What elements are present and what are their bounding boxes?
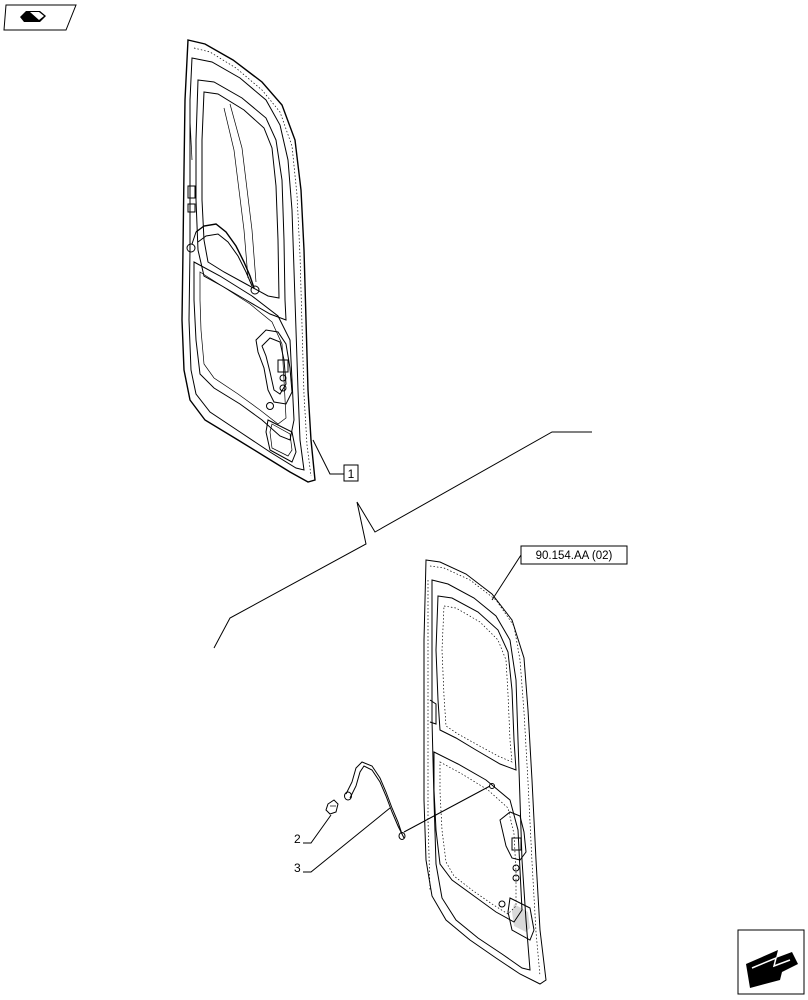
leader-rod-to-door bbox=[403, 785, 491, 833]
grab-handle-rod bbox=[344, 761, 406, 840]
section-break-line bbox=[213, 431, 592, 649]
book-icon[interactable] bbox=[3, 4, 77, 31]
upper-door-assembly bbox=[181, 39, 316, 483]
screw bbox=[325, 799, 339, 815]
reference-callout[interactable]: 90.154.AA (02) bbox=[491, 545, 628, 601]
next-page-arrow-icon[interactable] bbox=[737, 929, 805, 995]
callout-2[interactable]: 2 bbox=[294, 814, 332, 846]
callout-1[interactable]: 1 bbox=[312, 439, 359, 482]
item-1-label: 1 bbox=[348, 467, 355, 481]
item-3-label: 3 bbox=[294, 861, 301, 875]
item-2-label: 2 bbox=[294, 832, 301, 846]
callout-3[interactable]: 3 bbox=[294, 807, 391, 875]
reference-label: 90.154.AA (02) bbox=[536, 550, 613, 562]
lower-door-assembly bbox=[423, 559, 547, 985]
